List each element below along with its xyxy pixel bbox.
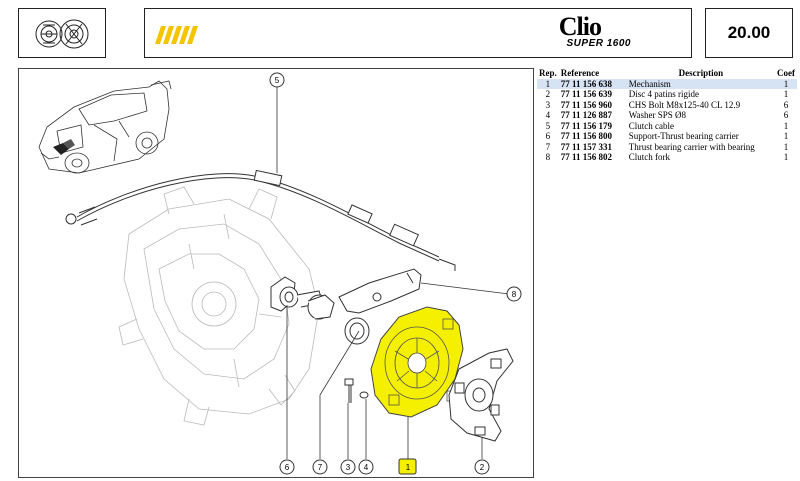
callout-2[interactable]: 2	[474, 459, 490, 475]
leader-lines	[276, 87, 510, 459]
parts-table-header: Rep. Reference Description Coef	[537, 68, 797, 79]
callout-4-label: 4	[364, 463, 369, 472]
row-description: Support-Thrust bearing carrier	[628, 131, 739, 141]
row-description: Clutch fork	[628, 152, 670, 162]
row-coef: 1	[783, 141, 789, 152]
bolt-and-washer	[344, 378, 369, 403]
row-rep: 8	[545, 152, 551, 162]
row-rep: 2	[545, 89, 551, 99]
table-row[interactable]: 2 77 11 156 639 Disc 4 patins rigide 1	[537, 89, 797, 100]
seal-ring	[344, 317, 370, 345]
clutch-cable	[65, 169, 456, 271]
row-coef: 1	[783, 89, 789, 99]
clutch-disc	[448, 348, 514, 442]
callout-6[interactable]: 6	[279, 459, 295, 475]
row-reference: 77 11 156 639	[560, 89, 613, 99]
row-description: Washer SPS Ø8	[628, 110, 687, 120]
header-rep: Rep.	[539, 68, 557, 78]
table-row[interactable]: 3 77 11 156 960 CHS Bolt M8x125-40 CL 12…	[537, 100, 797, 111]
brand-stripes-icon	[155, 26, 198, 44]
engine-bay-highlight	[53, 139, 75, 155]
exploded-diagram: 5 8 6 7 3 4 1 2	[18, 68, 534, 478]
row-rep: 4	[545, 110, 551, 120]
row-rep: 3	[545, 99, 551, 110]
row-reference: 77 11 156 179	[560, 120, 613, 131]
callout-8-label: 8	[512, 290, 517, 299]
callout-7-label: 7	[318, 463, 323, 472]
car-illustration	[38, 80, 172, 174]
callout-4[interactable]: 4	[358, 459, 374, 475]
table-row[interactable]: 4 77 11 126 887 Washer SPS Ø8 6	[537, 110, 797, 121]
row-description: Thrust bearing carrier with bearing	[628, 141, 755, 152]
table-row[interactable]: 5 77 11 156 179 Clutch cable 1	[537, 121, 797, 132]
row-rep: 6	[545, 131, 551, 141]
row-description: CHS Bolt M8x125-40 CL 12.9	[628, 99, 741, 110]
thrust-bearing-carrier	[307, 294, 335, 320]
callout-2-label: 2	[480, 463, 485, 472]
parts-table: Rep. Reference Description Coef 1 77 11 …	[537, 68, 797, 163]
callout-5-label: 5	[275, 76, 280, 85]
clutch-parts-icon	[35, 19, 89, 49]
callout-1-label: 1	[406, 463, 411, 472]
model-name: SUPER 1600	[566, 38, 631, 49]
row-rep: 7	[545, 141, 551, 152]
callout-8[interactable]: 8	[506, 286, 522, 302]
callout-7[interactable]: 7	[312, 459, 328, 475]
page-number: 20.00	[705, 8, 793, 58]
row-coef: 6	[783, 99, 789, 110]
model-logo-banner: Clio SUPER 1600	[144, 8, 692, 58]
row-coef: 1	[783, 120, 789, 131]
row-coef: 6	[783, 110, 789, 120]
row-description: Disc 4 patins rigide	[628, 89, 699, 99]
row-reference: 77 11 126 887	[560, 110, 613, 120]
category-icon-box[interactable]	[18, 8, 106, 58]
header-reference: Reference	[560, 68, 600, 78]
brand-name: Clio	[558, 12, 602, 41]
row-coef: 1	[783, 152, 789, 162]
table-row[interactable]: 8 77 11 156 802 Clutch fork 1	[537, 152, 797, 163]
callout-3-label: 3	[346, 463, 351, 472]
clutch-fork	[338, 268, 422, 314]
row-coef: 1	[783, 131, 789, 141]
table-row[interactable]: 7 77 11 157 331 Thrust bearing carrier w…	[537, 142, 797, 153]
row-reference: 77 11 156 960	[560, 99, 613, 110]
row-rep: 5	[545, 120, 551, 131]
row-coef: 1	[775, 78, 797, 89]
row-description: Mechanism	[626, 78, 775, 89]
row-reference: 77 11 157 331	[560, 141, 613, 152]
callout-3[interactable]: 3	[340, 459, 356, 475]
row-description: Clutch cable	[628, 120, 674, 131]
gearbox-housing	[118, 186, 320, 426]
row-rep: 1	[537, 78, 559, 89]
header-description: Description	[678, 68, 724, 78]
row-reference: 77 11 156 800	[560, 131, 613, 141]
table-row[interactable]: 6 77 11 156 800 Support-Thrust bearing c…	[537, 131, 797, 142]
row-reference: 77 11 156 638	[558, 78, 627, 89]
table-row[interactable]: 1 77 11 156 638 Mechanism 1	[537, 78, 797, 89]
header-coef: Coef	[777, 68, 795, 78]
row-reference: 77 11 156 802	[560, 152, 613, 162]
callout-1-selected[interactable]: 1	[398, 458, 417, 475]
callout-6-label: 6	[285, 463, 290, 472]
callout-5[interactable]: 5	[269, 72, 285, 88]
